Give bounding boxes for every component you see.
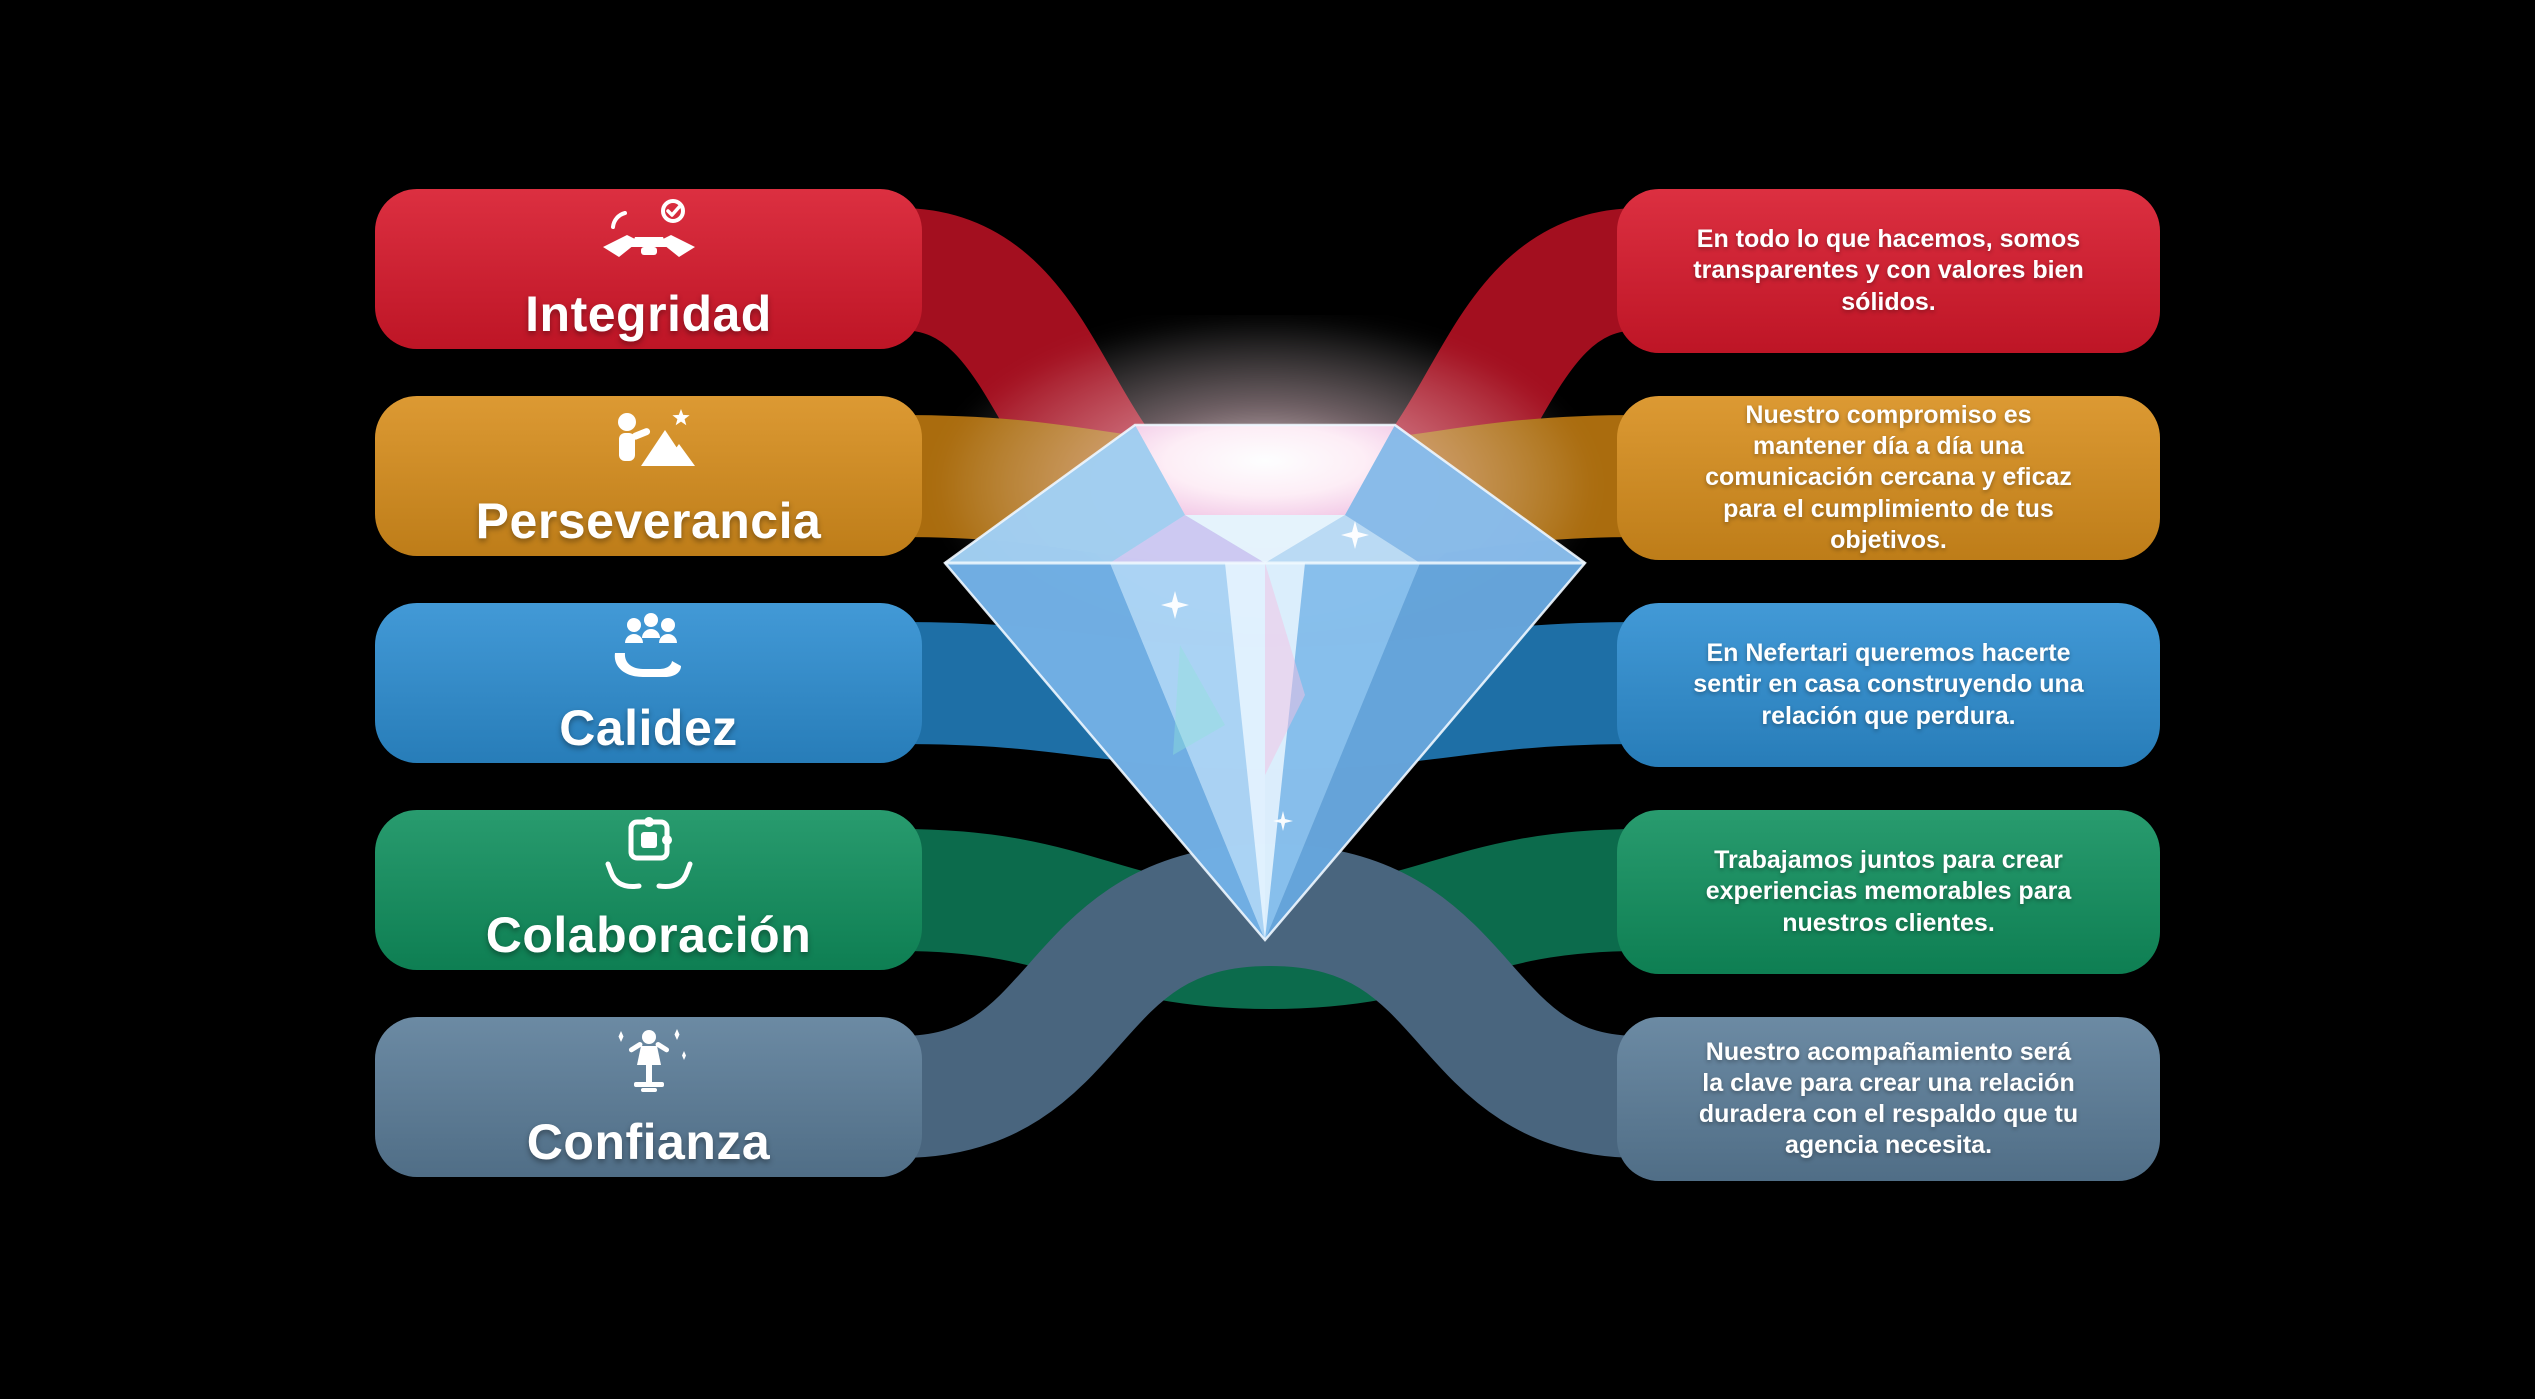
value-label: Colaboración [485,907,812,963]
value-label: Confianza [526,1114,771,1170]
value-description-colaboracion: Trabajamos juntos para crear experiencia… [1617,810,2160,974]
value-label: Integridad [525,286,772,342]
value-description-text: En todo lo que hacemos, somos transparen… [1693,225,2084,316]
value-pill-calidez: Calidez [375,603,922,763]
people-in-hand-icon [601,609,697,693]
value-pill-integridad: Integridad [375,189,922,349]
value-label: Calidez [559,700,738,756]
value-pill-confianza: Confianza [375,1017,922,1177]
value-description-text: Nuestro compromiso es mantener día a día… [1705,400,2072,554]
value-description-calidez: En Nefertari queremos hacerte sentir en … [1617,603,2160,767]
value-description-perseverancia: Nuestro compromiso es mantener día a día… [1617,396,2160,560]
value-pill-perseverancia: Perseverancia [375,396,922,556]
value-description-text: Nuestro acompañamiento será la clave par… [1698,1037,2079,1160]
value-description-confianza: Nuestro acompañamiento será la clave par… [1617,1017,2160,1181]
person-mountain-star-icon [601,402,697,486]
value-description-text: En Nefertari queremos hacerte sentir en … [1693,639,2084,730]
handshake-check-icon [601,195,697,279]
person-star-pedestal-icon [601,1023,697,1107]
value-description-text: Trabajamos juntos para crear experiencia… [1705,846,2072,937]
value-label: Perseverancia [475,493,822,549]
value-description-integridad: En todo lo que hacemos, somos transparen… [1617,189,2160,353]
value-pill-colaboracion: Colaboración [375,810,922,970]
hands-puzzle-icon [601,816,697,900]
diamond-illustration [865,315,1665,1015]
